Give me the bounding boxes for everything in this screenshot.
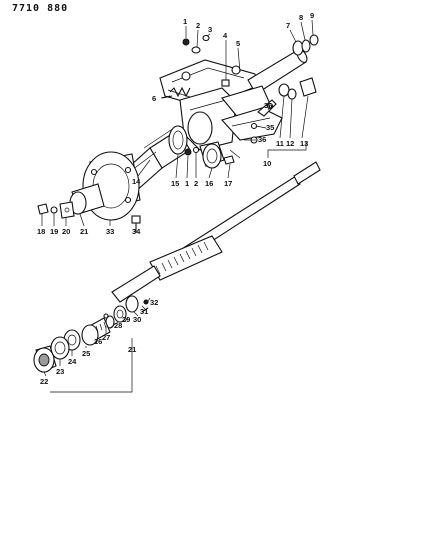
callout-2-lower: 2 bbox=[194, 179, 198, 188]
collar-15 bbox=[168, 125, 188, 155]
callout-8: 8 bbox=[299, 13, 303, 22]
callout-23: 23 bbox=[56, 367, 64, 376]
callout-32: 32 bbox=[150, 298, 158, 307]
callout-27: 27 bbox=[102, 333, 110, 342]
left-hardware-18-20 bbox=[37, 201, 75, 219]
callout-33: 33 bbox=[106, 227, 114, 236]
callout-11: 11 bbox=[276, 139, 284, 148]
top-small-parts bbox=[182, 34, 319, 144]
callout-13: 13 bbox=[300, 139, 308, 148]
callout-5: 5 bbox=[236, 39, 240, 48]
callout-35: 35 bbox=[266, 123, 274, 132]
callout-22: 22 bbox=[40, 377, 48, 386]
callout-20: 20 bbox=[62, 227, 70, 236]
callout-36-upper: 36 bbox=[264, 101, 272, 110]
callout-7: 7 bbox=[286, 21, 290, 30]
callout-25: 25 bbox=[82, 349, 90, 358]
callout-36-lower: 36 bbox=[258, 135, 266, 144]
callout-12: 12 bbox=[286, 139, 294, 148]
steering-shaft bbox=[111, 161, 321, 303]
leader-lines bbox=[41, 19, 314, 393]
callout-9: 9 bbox=[310, 11, 314, 20]
callout-4: 4 bbox=[223, 31, 228, 40]
callout-18: 18 bbox=[37, 227, 45, 236]
callout-28: 28 bbox=[114, 321, 122, 330]
callout-14: 14 bbox=[132, 177, 141, 186]
lower-shaft-components bbox=[33, 295, 149, 373]
callout-1: 1 bbox=[183, 17, 187, 26]
diagram-reference-code: 7710 880 bbox=[12, 3, 69, 14]
tilt-lever-bracket bbox=[221, 99, 283, 141]
callout-17: 17 bbox=[224, 179, 232, 188]
callout-30: 30 bbox=[133, 315, 141, 324]
callout-16: 16 bbox=[205, 179, 213, 188]
callout-24: 24 bbox=[68, 357, 77, 366]
callout-19: 19 bbox=[50, 227, 58, 236]
callout-labels: 1 2 3 4 5 6 7 8 9 36 35 36 11 12 13 10 1… bbox=[37, 11, 314, 386]
callout-6: 6 bbox=[152, 94, 156, 103]
callout-1-lower: 1 bbox=[185, 179, 189, 188]
callout-29: 29 bbox=[122, 315, 130, 324]
callout-10: 10 bbox=[263, 159, 271, 168]
callout-2: 2 bbox=[196, 21, 200, 30]
callout-31: 31 bbox=[140, 307, 148, 316]
callout-15: 15 bbox=[171, 179, 179, 188]
callout-3: 3 bbox=[208, 25, 212, 34]
callout-21-lower: 21 bbox=[128, 345, 136, 354]
callout-26: 26 bbox=[94, 337, 102, 346]
column-boot-33 bbox=[69, 151, 141, 221]
callout-21-upper: 21 bbox=[80, 227, 88, 236]
callout-34: 34 bbox=[132, 227, 141, 236]
clamp-16 bbox=[184, 141, 235, 169]
